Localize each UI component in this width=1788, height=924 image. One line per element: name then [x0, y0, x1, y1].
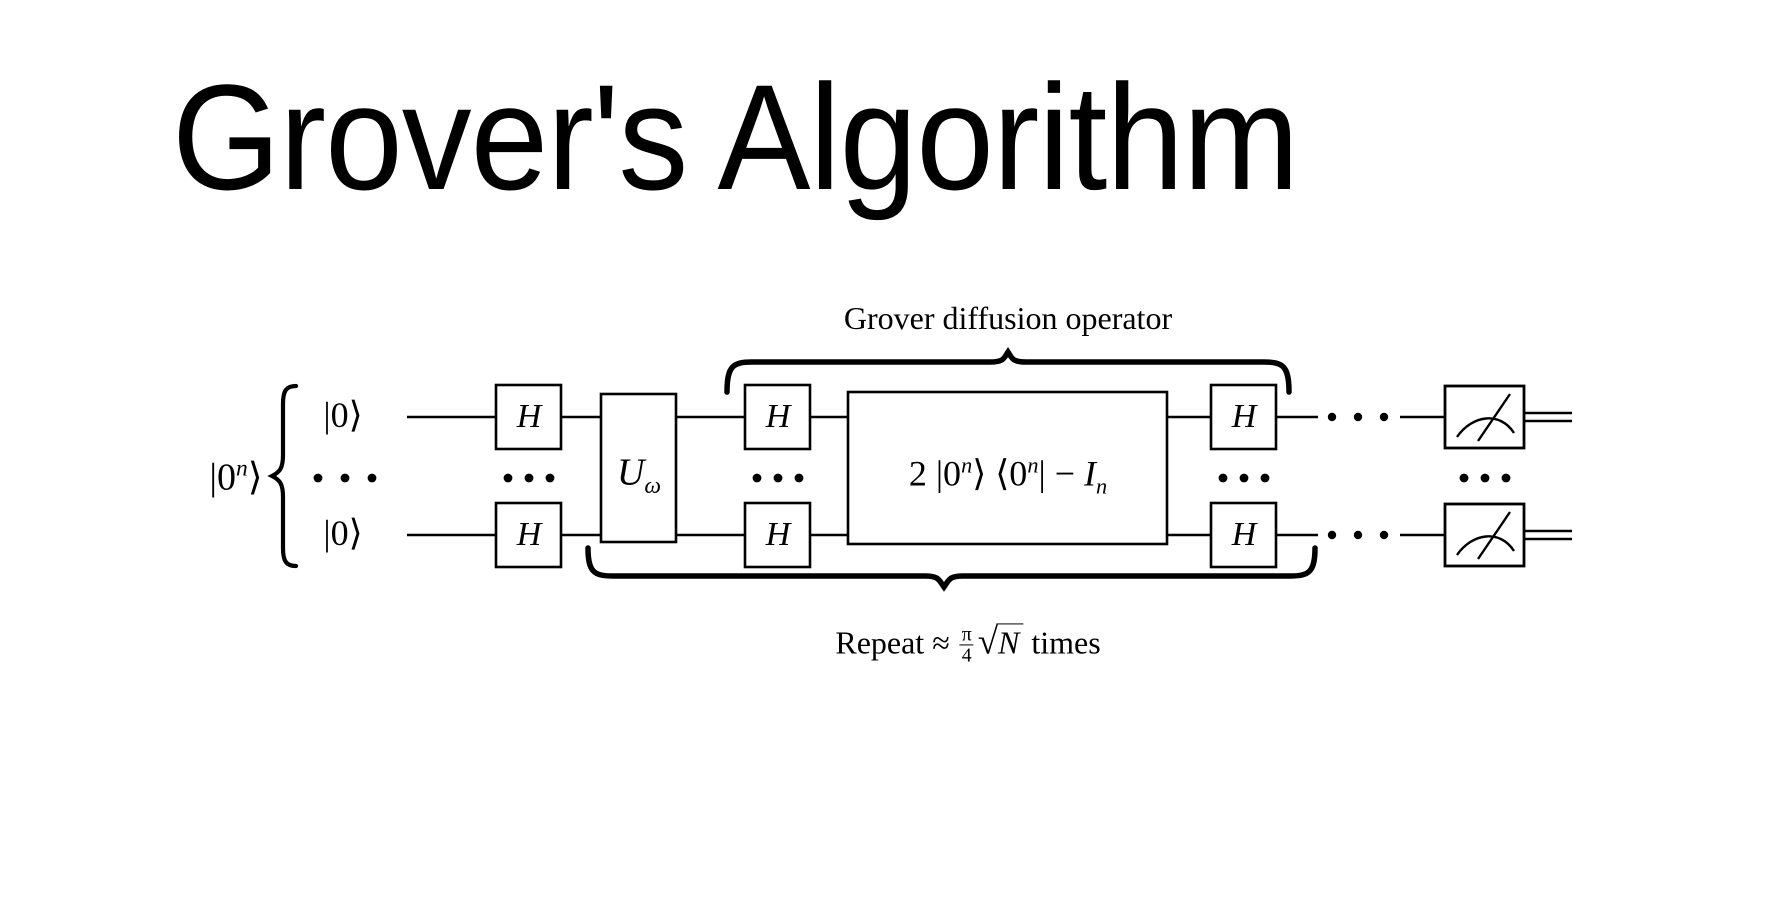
measurement-dial-arc-bottom	[1456, 535, 1516, 556]
repeat-suffix: times	[1031, 624, 1101, 661]
register-label-ket-close: ⟩	[247, 456, 263, 499]
fraction-denominator: 4	[959, 644, 974, 667]
top-brace-diffusion	[724, 347, 1292, 395]
measurement-dial-arc-top	[1456, 417, 1516, 438]
bottom-brace-repeat	[585, 545, 1318, 592]
hadamard-gate-label-col2-top: H	[765, 398, 791, 435]
diffusion-coefficient: 2	[908, 453, 927, 494]
register-grouping-brace	[267, 383, 299, 569]
register-label-ket-open: |0	[209, 456, 236, 499]
qubit-label-bottom: |0⟩	[323, 513, 363, 553]
fraction-numerator: π	[961, 622, 972, 645]
qubit-register-ellipsis	[313, 473, 377, 483]
hadamard-gate-box-col3-top[interactable]	[1209, 383, 1278, 451]
square-root-of-n: √N	[976, 623, 1024, 660]
oracle-gate-letter: U	[616, 451, 645, 494]
top-brace-caption: Grover diffusion operator	[843, 300, 1173, 336]
hadamard-gate-label-col2-bottom: H	[765, 516, 791, 553]
hadamard-gate-label-col3-top: H	[1231, 398, 1257, 435]
diffusion-identity-subscript: n	[1096, 473, 1108, 499]
measurement-column-ellipsis	[1459, 473, 1511, 483]
hadamard-gate-box-col2-top[interactable]	[743, 383, 812, 451]
register-label-exponent: n	[236, 455, 248, 482]
hadamard-column3-ellipsis	[1218, 473, 1270, 483]
diffusion-ket-exponent: n	[961, 452, 973, 478]
repeat-prefix: Repeat	[835, 624, 925, 661]
hadamard-gate-box-col2-bottom[interactable]	[743, 501, 812, 569]
measurement-needle-top	[1477, 393, 1511, 442]
register-label: |0n⟩	[209, 455, 263, 499]
measurement-gate-box-bottom[interactable]	[1443, 502, 1526, 568]
oracle-gate-box[interactable]	[599, 392, 678, 544]
diffusion-identity: I	[1084, 453, 1096, 494]
hadamard-gate-label-col1-top: H	[516, 398, 542, 435]
diffusion-bra-close: |	[1038, 453, 1046, 494]
measurement-needle-bottom	[1477, 511, 1511, 560]
diffusion-bra-exponent: n	[1027, 452, 1039, 478]
page-title: Grover's Algorithm	[172, 53, 1299, 221]
radical-sign: √	[977, 620, 998, 662]
diffusion-ket-close: ⟩	[972, 453, 987, 494]
hadamard-column1-ellipsis	[503, 473, 555, 483]
approx-symbol: ≈	[932, 624, 950, 661]
diffusion-ket-open: |0	[935, 453, 962, 494]
diffusion-operator-box[interactable]	[846, 390, 1169, 546]
measurement-gate-box-top[interactable]	[1443, 384, 1526, 450]
hadamard-gate-box-col3-bottom[interactable]	[1209, 501, 1278, 569]
wire-ellipsis-top-after-hadamard	[1327, 412, 1389, 422]
hadamard-gate-label-col3-bottom: H	[1231, 516, 1257, 553]
hadamard-gate-box-col1-top[interactable]	[494, 383, 563, 451]
diffusion-operator-label: 2 |0n⟩ ⟨0n| − In	[909, 454, 1107, 498]
hadamard-gate-box-col1-bottom[interactable]	[494, 501, 563, 569]
diffusion-bra-open: ⟨0	[995, 453, 1028, 494]
wire-ellipsis-bottom-after-hadamard	[1327, 530, 1389, 540]
oracle-gate-label: Uω	[617, 453, 661, 498]
diffusion-minus-sign: −	[1054, 453, 1075, 494]
hadamard-column2-ellipsis	[752, 473, 804, 483]
oracle-gate-subscript: ω	[644, 473, 662, 500]
radicand: N	[995, 623, 1024, 658]
qubit-label-top: |0⟩	[323, 395, 363, 435]
hadamard-gate-label-col1-bottom: H	[516, 516, 542, 553]
